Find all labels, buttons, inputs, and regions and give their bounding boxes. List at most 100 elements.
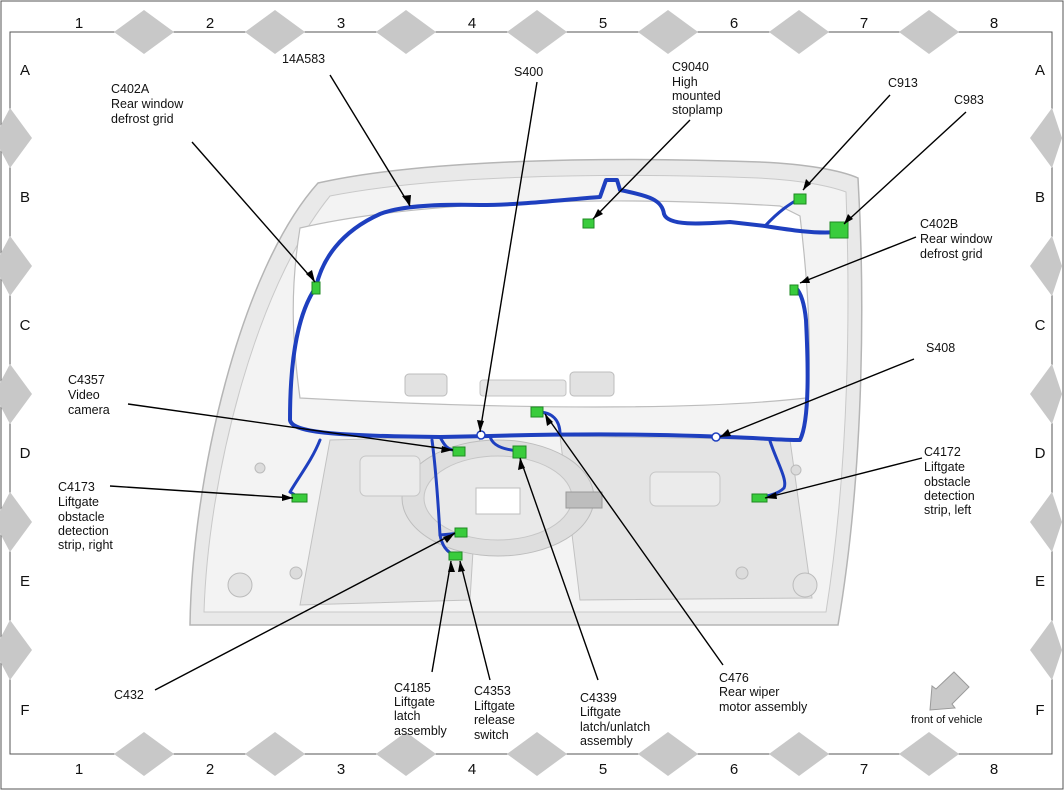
callout-c402b: C402B Rear window defrost grid (920, 217, 996, 261)
grid-marker (1030, 236, 1052, 296)
row-label: E (1035, 573, 1045, 590)
column-labels-top: 1 2 3 4 5 6 7 8 (75, 15, 998, 32)
column-label: 8 (990, 761, 998, 778)
row-label: B (20, 189, 30, 206)
front-of-vehicle-label: front of vehicle (911, 714, 983, 726)
grid-marker (507, 10, 567, 32)
grid-marker (114, 32, 174, 54)
column-label: 7 (860, 761, 868, 778)
grid-marker (638, 754, 698, 776)
grid-marker (10, 108, 32, 168)
callout-c4173: C4173 Liftgate obstacle detection strip,… (58, 480, 113, 552)
callout-c4339: C4339 Liftgate latch/unlatch assembly (580, 691, 654, 748)
row-label: D (20, 445, 31, 462)
grid-marker (1052, 364, 1062, 424)
column-label: 2 (206, 761, 214, 778)
row-labels-left: A B C D E F (20, 62, 31, 719)
row-label: D (1035, 445, 1046, 462)
callout-s408: S408 (926, 341, 955, 355)
connectors (291, 193, 849, 561)
column-label: 4 (468, 761, 476, 778)
row-label: E (20, 573, 30, 590)
connector-c4339 (512, 445, 527, 459)
callout-c432: C432 (114, 688, 144, 702)
grid-marker (114, 10, 174, 32)
grid-marker (507, 32, 567, 54)
front-of-vehicle-arrow-icon (929, 671, 970, 711)
row-label: B (1035, 189, 1045, 206)
grid-marker (10, 236, 32, 296)
grid-marker (376, 32, 436, 54)
grid-marker (769, 32, 829, 54)
grid-marker (376, 754, 436, 776)
grid-marker (0, 236, 10, 296)
connector-c4172 (751, 493, 768, 503)
grid-marker (638, 732, 698, 754)
grid-marker (1030, 108, 1052, 168)
grid-marker (899, 10, 959, 32)
grid-marker (0, 364, 10, 424)
column-label: 5 (599, 15, 607, 32)
callout-c9040: C9040 High mounted stoplamp (672, 60, 724, 117)
grid-marker (1052, 108, 1062, 168)
grid-marker (769, 732, 829, 754)
connector-c4185 (448, 551, 463, 561)
grid-marker (1030, 620, 1052, 680)
grid-marker (0, 620, 10, 680)
grid-marker (10, 620, 32, 680)
row-label: C (20, 317, 31, 334)
column-label: 4 (468, 15, 476, 32)
connector-c913 (793, 193, 807, 205)
grid-marker (245, 732, 305, 754)
row-label: F (20, 702, 29, 719)
grid-marker (1052, 492, 1062, 552)
grid-marker (507, 732, 567, 754)
front-of-vehicle-indicator: front of vehicle (911, 671, 983, 726)
connector-c476 (530, 406, 544, 418)
row-label: C (1035, 317, 1046, 334)
column-label: 7 (860, 15, 868, 32)
grid-marker (507, 754, 567, 776)
grid-marker (245, 10, 305, 32)
grid-marker (114, 732, 174, 754)
leader-lines (109, 74, 967, 691)
grid-marker (10, 364, 32, 424)
connector-c4357 (452, 446, 466, 457)
grid-marker (376, 10, 436, 32)
callout-14a583: 14A583 (282, 52, 325, 66)
leader-arrowheads (282, 179, 853, 572)
grid-marker (0, 492, 10, 552)
grid-marker (899, 732, 959, 754)
grid-markers (0, 10, 1062, 776)
grid-marker (1052, 620, 1062, 680)
grid-marker (10, 492, 32, 552)
grid-marker (245, 32, 305, 54)
grid-marker (1030, 492, 1052, 552)
callout-c402a: C402A Rear window defrost grid (111, 82, 187, 126)
callout-c983: C983 (954, 93, 984, 107)
connector-c402a (311, 281, 321, 295)
callout-c4172: C4172 Liftgate obstacle detection strip,… (924, 445, 978, 517)
callout-c913: C913 (888, 76, 918, 90)
column-labels-bottom: 1 2 3 4 5 6 7 8 (75, 761, 998, 778)
callout-s400: S400 (514, 65, 543, 79)
connector-c4173 (291, 493, 308, 503)
grid-marker (1052, 236, 1062, 296)
row-label: A (1035, 62, 1045, 79)
row-label: A (20, 62, 30, 79)
grid-marker (245, 754, 305, 776)
callout-labels: 14A583 S400 C9040 High mounted stoplamp … (58, 52, 996, 748)
column-label: 2 (206, 15, 214, 32)
column-label: 5 (599, 761, 607, 778)
grid-marker (899, 32, 959, 54)
grid-marker (1030, 364, 1052, 424)
grid-marker (769, 754, 829, 776)
row-labels-right: A B C D E F (1035, 62, 1046, 719)
grid-marker (638, 32, 698, 54)
column-label: 6 (730, 761, 738, 778)
callout-c476: C476 Rear wiper motor assembly (719, 671, 808, 714)
callout-c4353: C4353 Liftgate release switch (474, 684, 519, 742)
connector-c432 (454, 527, 468, 538)
connector-c402b (789, 284, 799, 296)
